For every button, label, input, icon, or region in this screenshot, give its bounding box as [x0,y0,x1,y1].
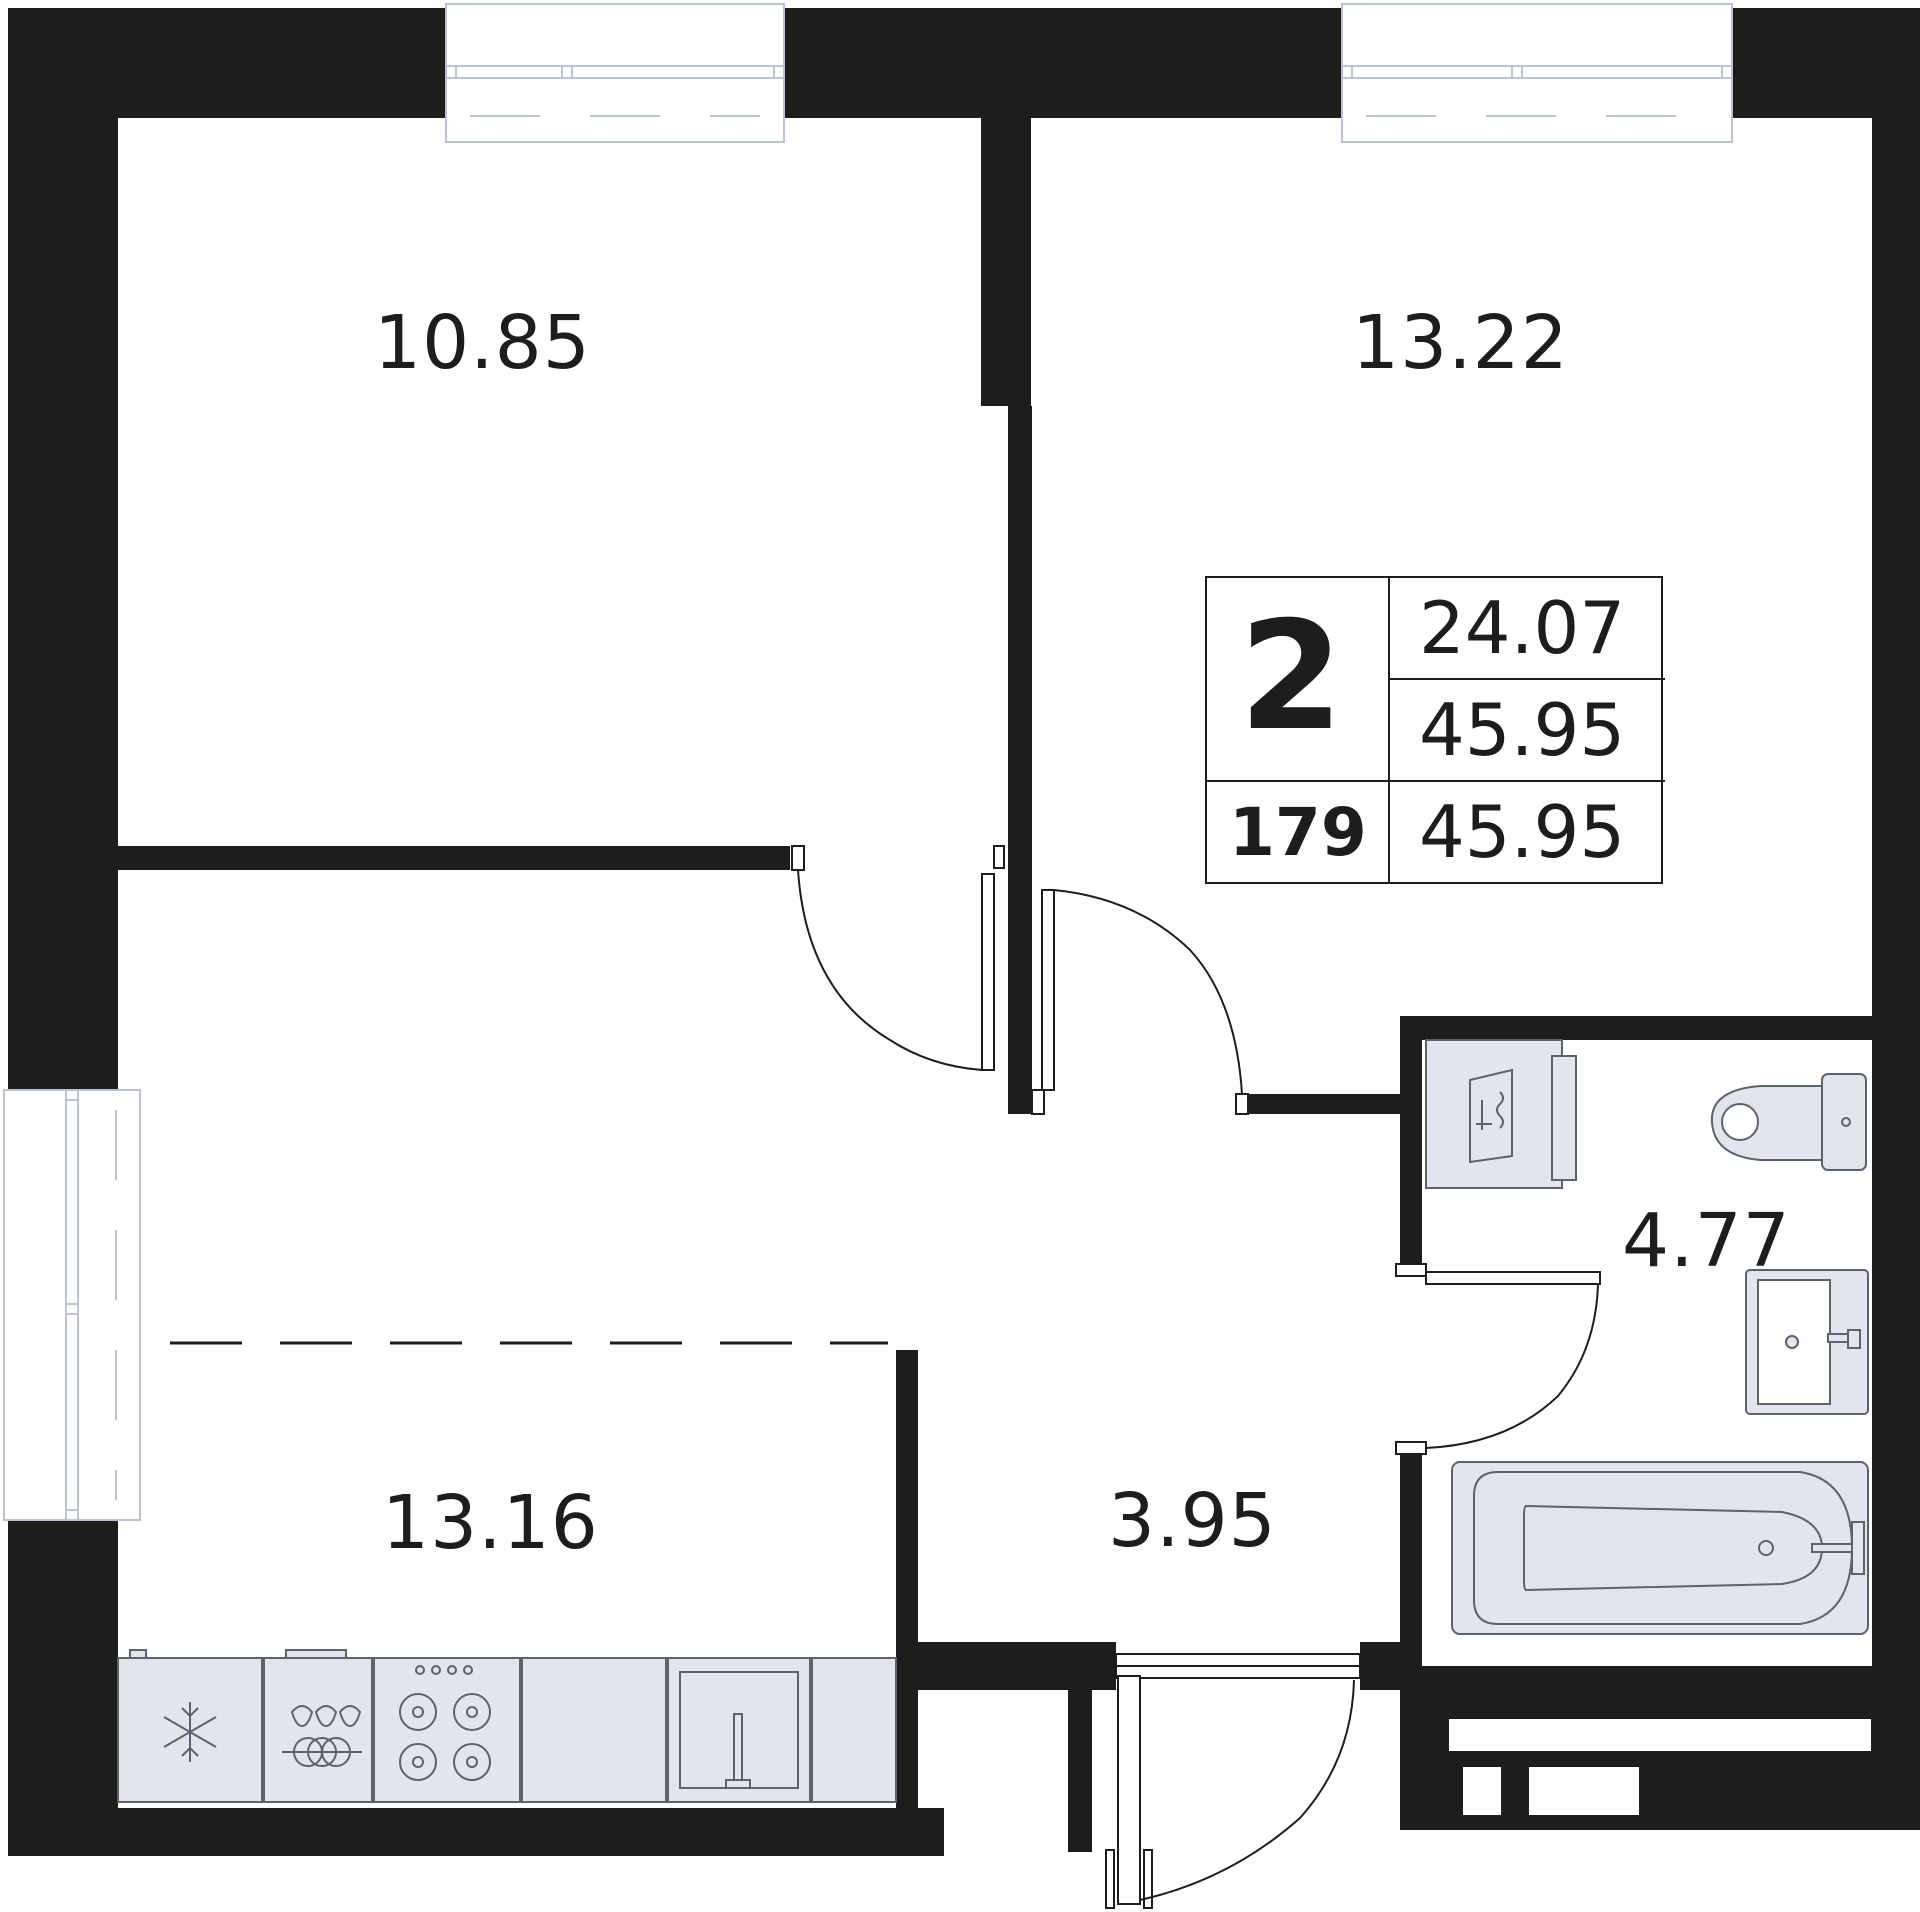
wall-bedrooms-divider-lower [1008,406,1032,1114]
window-top-right [1341,3,1733,143]
room-count: 2 [1239,590,1344,764]
wall-left-upper [8,8,70,1090]
doors [791,845,1601,1909]
snowflake-icon [163,1702,217,1762]
wall-hall-left [896,1350,918,1856]
window-top-left [445,3,785,143]
area-kitchen-living: 13.16 [382,1480,599,1566]
oven-cabinet [263,1657,373,1803]
door-bathroom [1395,1263,1601,1455]
wall-left-inner-lower [70,1520,118,1856]
bathroom-sink [1745,1269,1869,1415]
hob-icon [399,1665,491,1781]
wall-bathroom-stub [1248,1094,1402,1114]
wall-bedroom-left-bottom [118,846,790,870]
service-openings [1447,1717,1873,1817]
window-left [3,1089,141,1521]
windows [3,3,1733,1521]
wall-right [1872,8,1920,1020]
wall-top-inner-left [70,70,446,118]
cabinet-blank [521,1657,667,1803]
wall-bathroom-left-upper [1400,1016,1422,1264]
door-bedroom-right [1031,889,1249,1115]
area-bedroom-left: 10.85 [374,300,591,386]
cabinet-end [811,1657,897,1803]
wall-bathroom-left-lower [1400,1454,1422,1680]
door-entrance [1105,1653,1361,1909]
area-bathroom: 4.77 [1622,1198,1791,1284]
summary-divider-full [1207,780,1665,782]
service-niche-long [1447,1717,1873,1753]
wall-bathroom-bottom [1400,1666,1874,1694]
service-niche-wide [1527,1765,1641,1817]
hob-cabinet [373,1657,521,1803]
total-area: 45.95 [1419,688,1626,772]
apartment-number: 179 [1229,794,1367,871]
oven-icon [282,1705,362,1767]
wall-bedrooms-divider [981,70,1031,406]
total-area-with-balcony: 45.95 [1419,790,1626,874]
wall-bottom-hall-post [1068,1690,1092,1852]
bathtub [1451,1461,1869,1635]
area-hallway: 3.95 [1108,1478,1277,1564]
wall-entry-right [1360,1642,1420,1690]
kitchen-sink-icon [679,1671,799,1789]
apartment-summary: 2 179 24.07 45.95 45.95 [1205,576,1665,884]
door-bedroom-left [791,845,1005,1071]
wall-top-inner-mid [784,70,1342,118]
summary-divider-vertical [1388,578,1390,882]
wall-bottom-hall [918,1642,1116,1690]
service-niche-small [1461,1765,1503,1817]
wall-bottom-left [8,1808,944,1856]
wall-left-inner-upper [70,70,118,1090]
wall-bathroom-top [1400,1016,1874,1040]
oven-handle [285,1649,347,1659]
summary-divider-right [1388,678,1665,680]
wall-bathroom-right [1872,1016,1920,1694]
washing-machine [1425,1039,1577,1189]
wall-bottom-kitchen [896,1808,944,1856]
living-area: 24.07 [1419,586,1626,670]
walls [8,8,1920,1856]
fridge-handle [129,1649,147,1659]
wall-left-lower [8,1520,70,1856]
area-bedroom-right: 13.22 [1352,300,1569,386]
toilet [1710,1073,1867,1171]
